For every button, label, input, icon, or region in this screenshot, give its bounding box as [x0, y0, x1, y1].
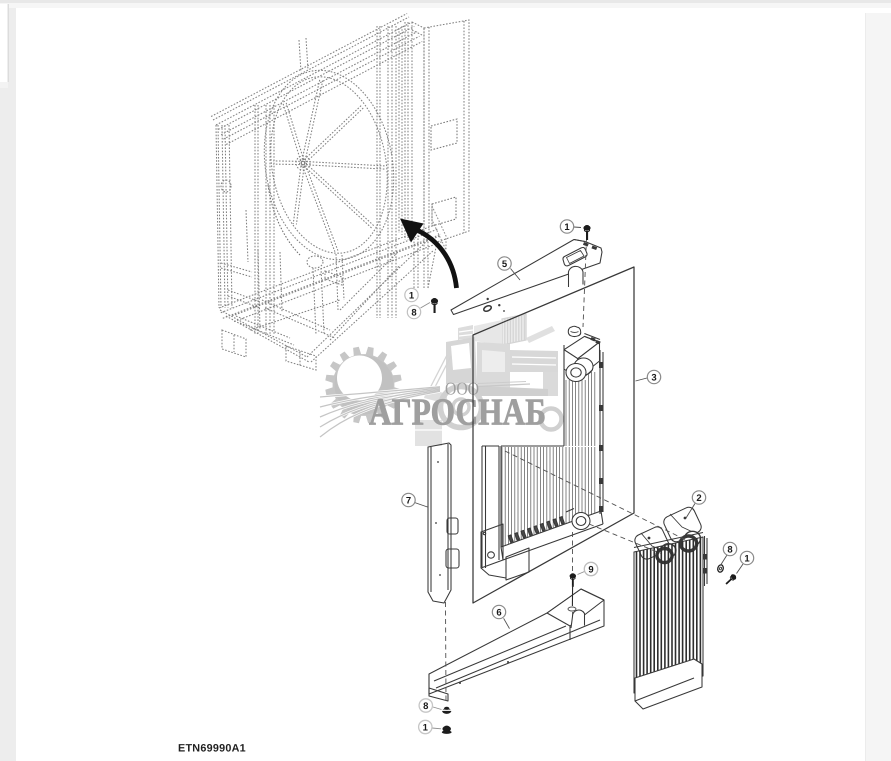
svg-text:5: 5 — [502, 259, 508, 270]
svg-text:8: 8 — [727, 544, 732, 555]
svg-text:1: 1 — [423, 722, 429, 733]
svg-text:1: 1 — [744, 553, 750, 564]
svg-text:3: 3 — [651, 372, 656, 383]
svg-text:2: 2 — [696, 493, 701, 504]
svg-text:ООО: ООО — [445, 379, 479, 399]
svg-text:8: 8 — [411, 307, 416, 318]
svg-text:6: 6 — [496, 607, 501, 618]
svg-text:1: 1 — [409, 290, 415, 301]
svg-text:АГРОСНАБ: АГРОСНАБ — [369, 392, 546, 434]
svg-text:8: 8 — [423, 701, 428, 712]
svg-text:1: 1 — [564, 222, 570, 233]
svg-text:9: 9 — [588, 564, 593, 575]
svg-text:7: 7 — [406, 495, 411, 506]
svg-text:ETN69990A1: ETN69990A1 — [178, 743, 246, 755]
